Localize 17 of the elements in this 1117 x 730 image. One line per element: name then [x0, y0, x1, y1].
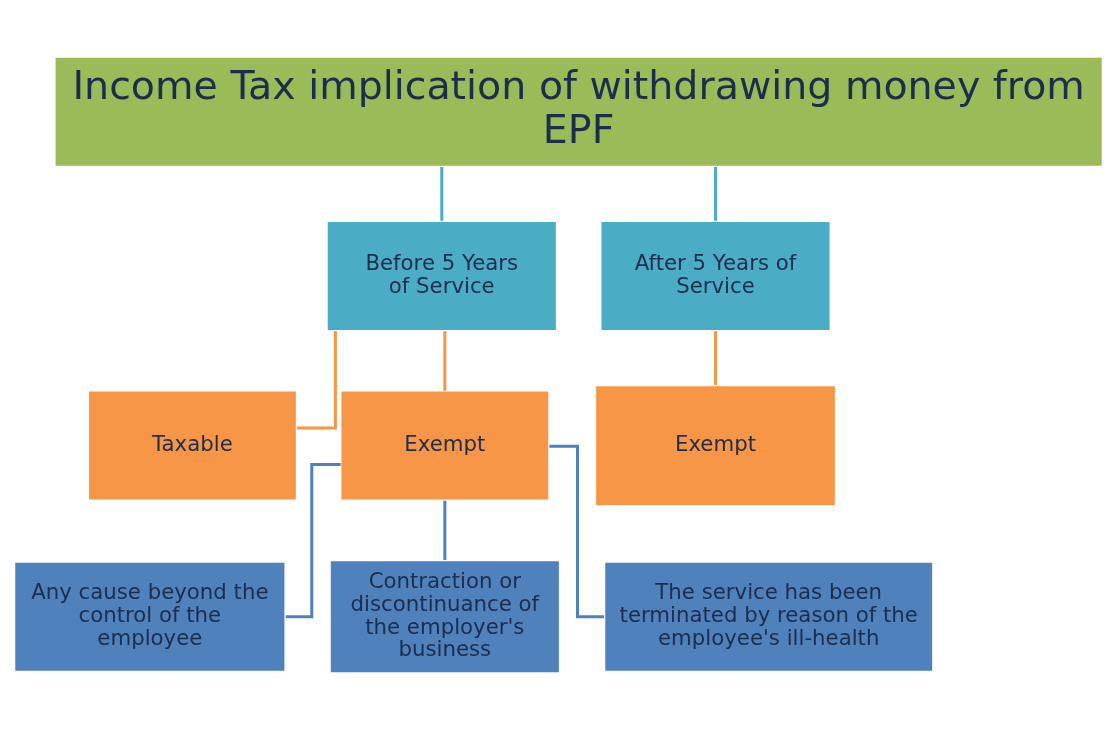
connector	[443, 500, 447, 560]
connector	[297, 330, 337, 430]
node-box: Any cause beyond the control of the employee	[13, 561, 286, 673]
connector	[714, 166, 717, 221]
node-box: Taxable	[87, 390, 298, 502]
node-box: Income Tax implication of withdrawing money from EPF	[54, 56, 1104, 168]
node-box: The service has been terminated by reason of the employee's ill-health	[603, 561, 934, 673]
node-box: Before 5 Years of Service	[326, 220, 558, 332]
node-box: Exempt	[339, 390, 550, 502]
connector	[440, 166, 444, 221]
connector	[285, 463, 341, 619]
connector	[443, 331, 447, 391]
connector	[714, 331, 717, 385]
connector	[549, 444, 605, 619]
node-box: Exempt	[594, 384, 837, 507]
node-box: After 5 Years of Service	[599, 220, 832, 332]
node-box: Contraction or discontinuance of the employer's business	[329, 559, 561, 674]
